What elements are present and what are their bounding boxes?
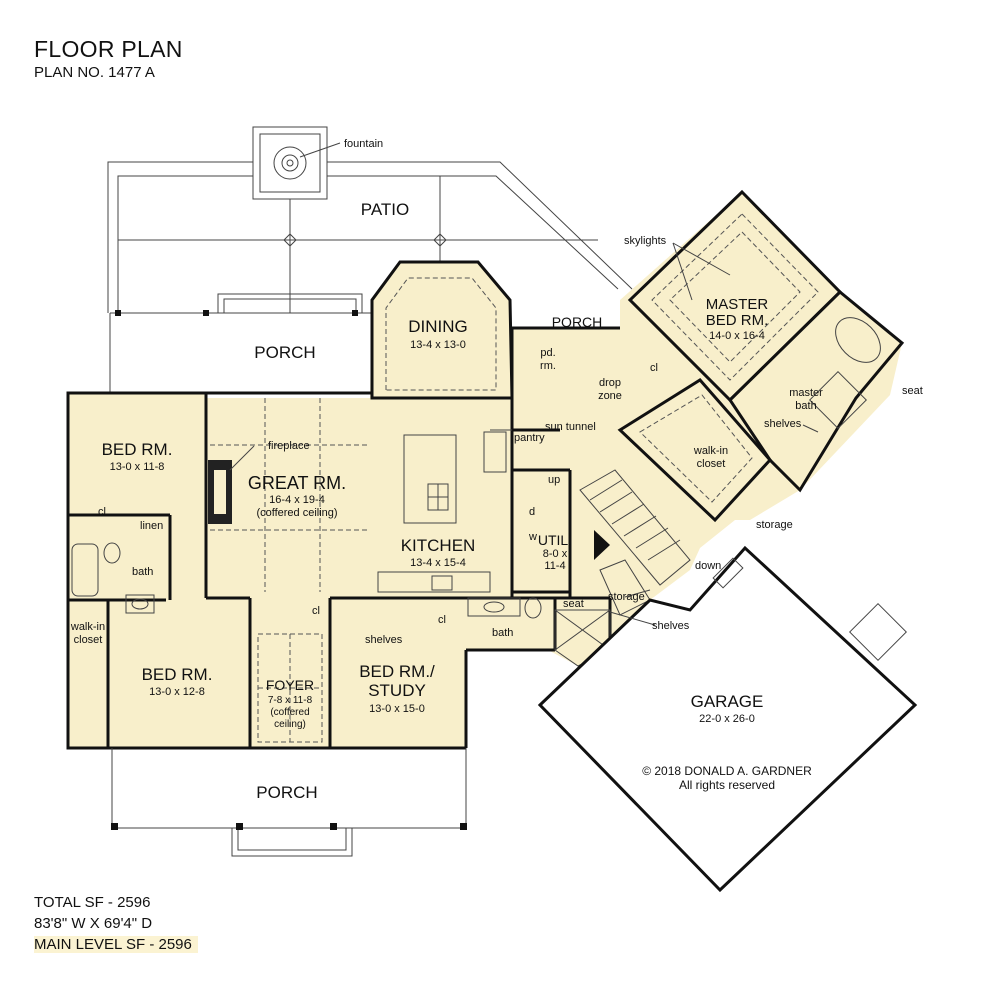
bed-rm-1-dim: 13-0 x 11-8 (110, 461, 165, 473)
cl-study-note: cl (438, 614, 446, 626)
master-bed-label-2: BED RM. (706, 312, 769, 329)
util-washer-note: w (528, 531, 537, 543)
fountain-note: fountain (344, 138, 383, 150)
great-rm-note: (coffered ceiling) (256, 507, 337, 519)
master-suite (617, 189, 905, 523)
pd-rm-label-2: rm. (540, 360, 556, 372)
bath-left-note: bath (132, 566, 153, 578)
patio (107, 126, 633, 313)
dining-label: DINING (408, 317, 468, 336)
copyright-line-1: © 2018 DONALD A. GARDNER (642, 764, 812, 778)
seat-study-note: seat (563, 598, 584, 610)
garage (537, 545, 918, 893)
great-room-ceiling (208, 398, 370, 592)
foyer-label: FOYER (266, 677, 314, 693)
porch-right-label: PORCH (552, 314, 603, 330)
kitchen-label: KITCHEN (401, 536, 476, 555)
storage-note-2: storage (608, 591, 645, 603)
foyer-note-2: ceiling) (274, 719, 306, 730)
overall-dimensions: 83'8" W X 69'4" D (34, 915, 153, 932)
garage-label: GARAGE (691, 692, 764, 711)
foyer-note-1: (coffered (270, 707, 309, 718)
cl-bed1-note: cl (98, 506, 106, 518)
fountain-icon (273, 146, 307, 180)
storage-note-1: storage (756, 519, 793, 531)
plan-number: PLAN NO. 1477 A (34, 64, 155, 81)
util-label: UTIL. (538, 532, 572, 548)
shelves-master-note: shelves (764, 418, 802, 430)
main-level-sf: MAIN LEVEL SF - 2596 (34, 936, 198, 953)
kitchen-dim: 13-4 x 15-4 (410, 557, 466, 569)
porch-top-label: PORCH (254, 343, 315, 362)
util-dim-2: 11-4 (544, 560, 565, 572)
shelves-study-note: shelves (365, 634, 403, 646)
porch-bottom (111, 748, 467, 857)
sun-tunnel-note: sun tunnel (545, 421, 596, 433)
bed-rm-2-dim: 13-0 x 12-8 (149, 686, 205, 698)
patio-label: PATIO (361, 200, 410, 219)
great-rm-label: GREAT RM. (248, 473, 346, 493)
util-dryer-note: d (529, 506, 535, 518)
seat-master-note: seat (902, 385, 923, 397)
left-bath-fixtures (71, 542, 155, 614)
walls (66, 326, 620, 750)
drop-zone-note-2: zone (598, 390, 622, 402)
porch-bottom-label: PORCH (256, 783, 317, 802)
master-bed-dim: 14-0 x 16-4 (709, 330, 765, 342)
plan-title: FLOOR PLAN (34, 36, 183, 62)
skylights-note: skylights (624, 235, 667, 247)
bed-rm-2-label: BED RM. (142, 665, 213, 684)
walk-in-left-note-2: closet (74, 634, 103, 646)
pd-rm-label-1: pd. (540, 347, 555, 359)
master-bath-note-2: bath (795, 400, 816, 412)
fireplace-note: fireplace (268, 440, 310, 452)
bath-study-note: bath (492, 627, 513, 639)
study-label-2: STUDY (368, 681, 426, 700)
dining-dim: 13-4 x 13-0 (410, 339, 466, 351)
bed-rm-1-label: BED RM. (102, 440, 173, 459)
drop-zone-note-1: drop (599, 377, 621, 389)
linen-note: linen (140, 520, 163, 532)
copyright-line-2: All rights reserved (679, 778, 775, 792)
foyer-ceiling (257, 633, 323, 743)
master-bed-label-1: MASTER (706, 296, 769, 313)
util-dim-1: 8-0 x (543, 548, 568, 560)
study-bath-fixtures (467, 597, 611, 667)
cl-great-note: cl (312, 605, 320, 617)
cl-master-note: cl (650, 362, 658, 374)
great-rm-dim: 16-4 x 19-4 (269, 494, 325, 506)
walk-in-closet-note-2: closet (697, 458, 726, 470)
stairs (579, 469, 691, 616)
down-note: down (695, 560, 721, 572)
study-label-1: BED RM./ (359, 662, 435, 681)
shelves-garage-note: shelves (652, 620, 690, 632)
garage-dim: 22-0 x 26-0 (699, 713, 755, 725)
kitchen-features (377, 429, 512, 593)
walk-in-left-note-1: walk-in (70, 621, 105, 633)
up-note: up (548, 474, 560, 486)
walk-in-closet-note-1: walk-in (693, 445, 728, 457)
study-dim: 13-0 x 15-0 (369, 703, 425, 715)
total-sf: TOTAL SF - 2596 (34, 894, 151, 911)
fountain-base (252, 126, 328, 200)
leader-lines (229, 242, 819, 626)
foyer-dim: 7-8 x 11-8 (268, 695, 313, 706)
master-bath-note-1: master (789, 387, 823, 399)
porch-top (109, 293, 372, 393)
pantry-note: pantry (514, 432, 545, 444)
